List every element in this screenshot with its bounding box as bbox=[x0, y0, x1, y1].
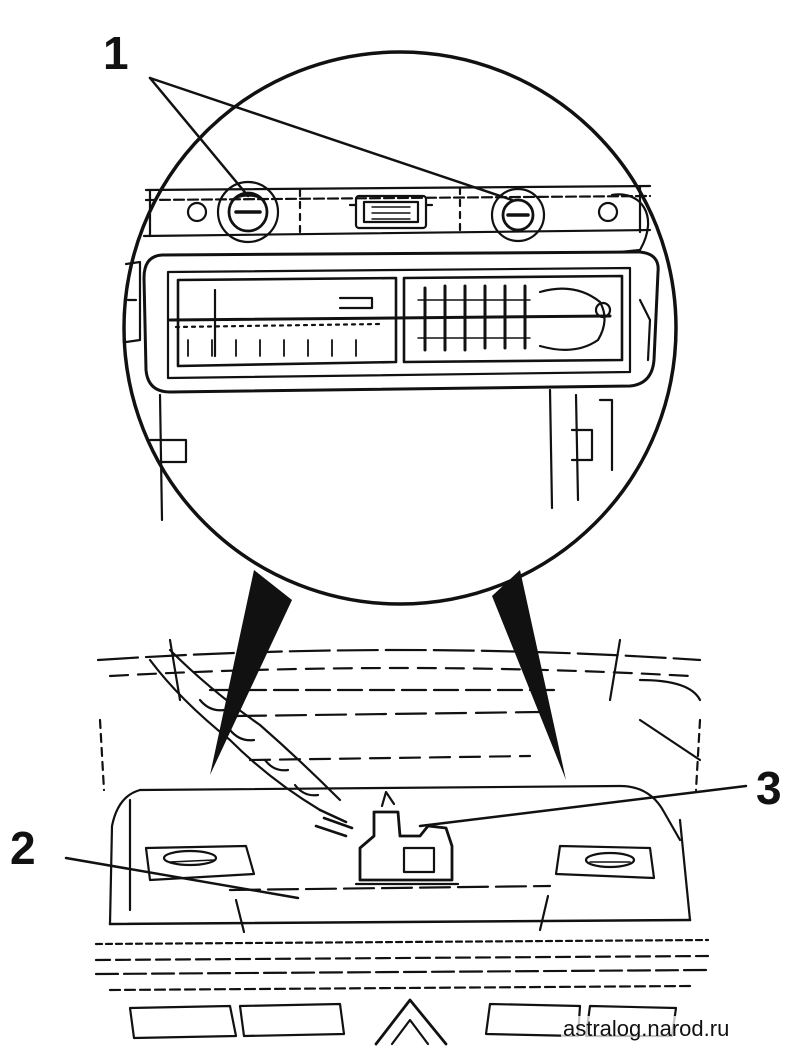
connector bbox=[348, 194, 434, 230]
dashboard-view bbox=[94, 638, 710, 1046]
magnified-detail-view bbox=[122, 50, 678, 606]
wiring-harness bbox=[148, 648, 354, 838]
dashboard-panel bbox=[108, 784, 692, 934]
callout-label-2: 2 bbox=[10, 822, 36, 874]
callout-label-3: 3 bbox=[756, 762, 782, 814]
hazard-button bbox=[374, 998, 448, 1046]
magnifier-pointers bbox=[210, 570, 566, 780]
watermark-text: astralog.narod.ru bbox=[561, 1016, 732, 1042]
screw-left bbox=[216, 180, 280, 244]
callout-label-1: 1 bbox=[103, 27, 129, 79]
connector-bracket bbox=[354, 790, 460, 886]
left-air-vent bbox=[144, 844, 256, 882]
right-air-vent bbox=[554, 844, 656, 880]
lower-cabinet bbox=[124, 260, 652, 522]
leader-lines-1 bbox=[148, 76, 514, 202]
screw-right bbox=[490, 187, 546, 243]
leader-lines-2-3 bbox=[64, 784, 748, 900]
panel-housing bbox=[142, 250, 660, 394]
